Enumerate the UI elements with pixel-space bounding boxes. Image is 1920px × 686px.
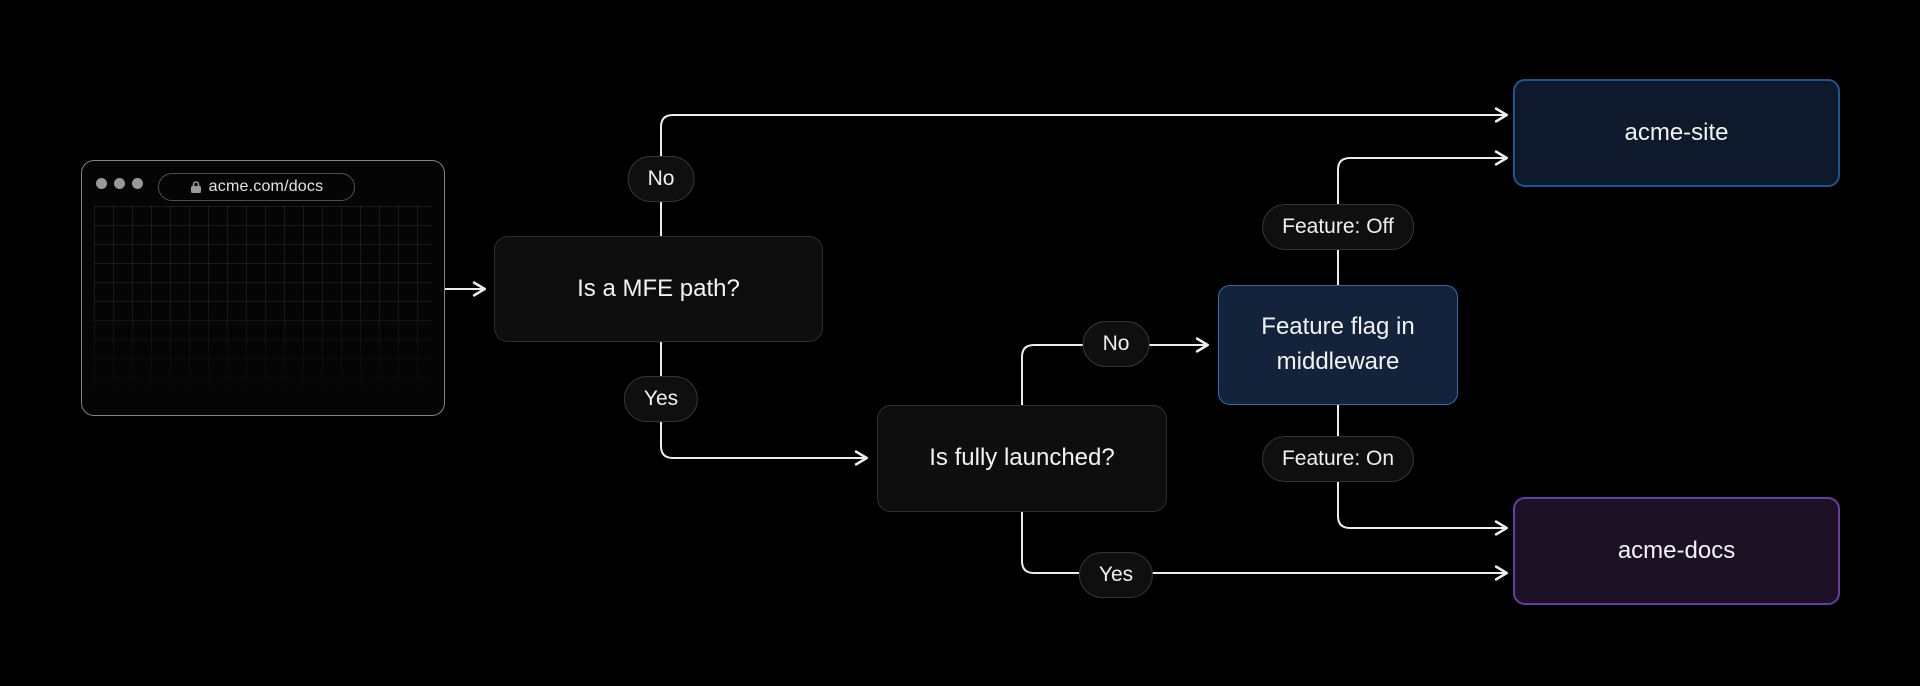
node-acme-site: acme-site [1513,79,1840,187]
lock-icon [190,180,202,194]
node-label: Is fully launched? [929,444,1115,472]
edge-label-yes: Yes [1078,552,1154,598]
window-control-dots [96,178,143,189]
edge-label-feature-on: Feature: On [1261,436,1415,482]
edge-label-feature-off: Feature: Off [1262,204,1414,250]
browser-content-grid [94,206,432,402]
edge-label-no: No [627,156,695,202]
browser-window: acme.com/docs [81,160,445,416]
node-feature-flag-middleware: Feature flag in middleware [1218,285,1458,405]
edge-label-yes: Yes [623,376,699,422]
node-is-fully-launched: Is fully launched? [877,405,1167,512]
node-is-mfe-path: Is a MFE path? [494,236,823,342]
url-bar: acme.com/docs [158,173,355,201]
node-label: acme-docs [1617,536,1736,564]
node-acme-docs: acme-docs [1513,497,1840,605]
node-label: Feature flag in middleware [1261,313,1415,375]
window-dot-icon [96,178,107,189]
url-text: acme.com/docs [208,178,324,195]
window-dot-icon [114,178,125,189]
browser-titlebar: acme.com/docs [82,161,444,206]
node-label: acme-site [1624,118,1729,146]
window-dot-icon [132,178,143,189]
edge-label-no: No [1082,321,1150,367]
node-label: Is a MFE path? [577,274,740,302]
